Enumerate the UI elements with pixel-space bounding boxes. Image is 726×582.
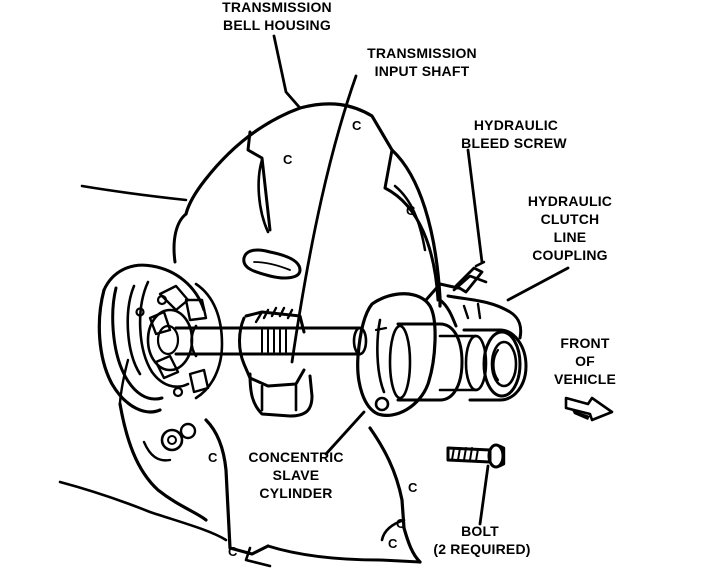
label-input-shaft-line1: TRANSMISSION <box>367 45 477 61</box>
label-front-of-vehicle: FRONT OF VEHICLE <box>554 335 616 387</box>
label-front-line2: OF <box>575 353 595 369</box>
label-line-coupling-line1: HYDRAULIC <box>528 193 612 209</box>
housing-mark: C <box>352 118 362 133</box>
label-input-shaft: TRANSMISSION INPUT SHAFT <box>367 45 477 79</box>
label-front-line1: FRONT <box>560 335 609 351</box>
label-bolt-line2: (2 REQUIRED) <box>433 541 530 557</box>
label-bell-housing: TRANSMISSION BELL HOUSING <box>222 0 332 33</box>
housing-mark: C <box>208 450 218 465</box>
label-line-coupling-line4: COUPLING <box>532 247 608 263</box>
housing-marks: C C C C C C C C <box>208 118 418 559</box>
clutch-assembly <box>97 263 224 414</box>
label-line-coupling: HYDRAULIC CLUTCH LINE COUPLING <box>528 193 612 263</box>
label-slave-cylinder-line2: SLAVE <box>273 467 320 483</box>
housing-mark: C <box>396 516 406 531</box>
clutch-disc <box>238 306 314 418</box>
slave-cylinder <box>356 260 528 417</box>
bolt <box>446 443 506 469</box>
leader-lines <box>272 34 570 526</box>
label-slave-cylinder: CONCENTRIC SLAVE CYLINDER <box>248 449 343 501</box>
label-bolt: BOLT (2 REQUIRED) <box>433 523 530 557</box>
housing-mark: C <box>408 480 418 495</box>
label-bell-housing-line1: TRANSMISSION <box>222 0 332 15</box>
housing-mark: C <box>388 536 398 551</box>
label-bleed-screw-line1: HYDRAULIC <box>474 117 558 133</box>
label-bleed-screw-line2: BLEED SCREW <box>461 135 567 151</box>
label-slave-cylinder-line1: CONCENTRIC <box>248 449 343 465</box>
label-bleed-screw: HYDRAULIC BLEED SCREW <box>461 117 567 151</box>
housing-mark: C <box>283 152 293 167</box>
label-front-line3: VEHICLE <box>554 371 616 387</box>
label-bolt-line1: BOLT <box>461 523 499 539</box>
label-bell-housing-line2: BELL HOUSING <box>223 17 331 33</box>
input-shaft <box>174 324 368 358</box>
label-line-coupling-line2: CLUTCH <box>541 211 600 227</box>
housing-mark: C <box>228 544 238 559</box>
label-input-shaft-line2: INPUT SHAFT <box>375 63 470 79</box>
front-arrow-icon <box>564 396 614 422</box>
bell-housing: C C C C C C C C <box>58 102 442 568</box>
label-line-coupling-line3: LINE <box>554 229 587 245</box>
housing-mark: C <box>406 203 416 218</box>
label-slave-cylinder-line3: CYLINDER <box>259 485 332 501</box>
